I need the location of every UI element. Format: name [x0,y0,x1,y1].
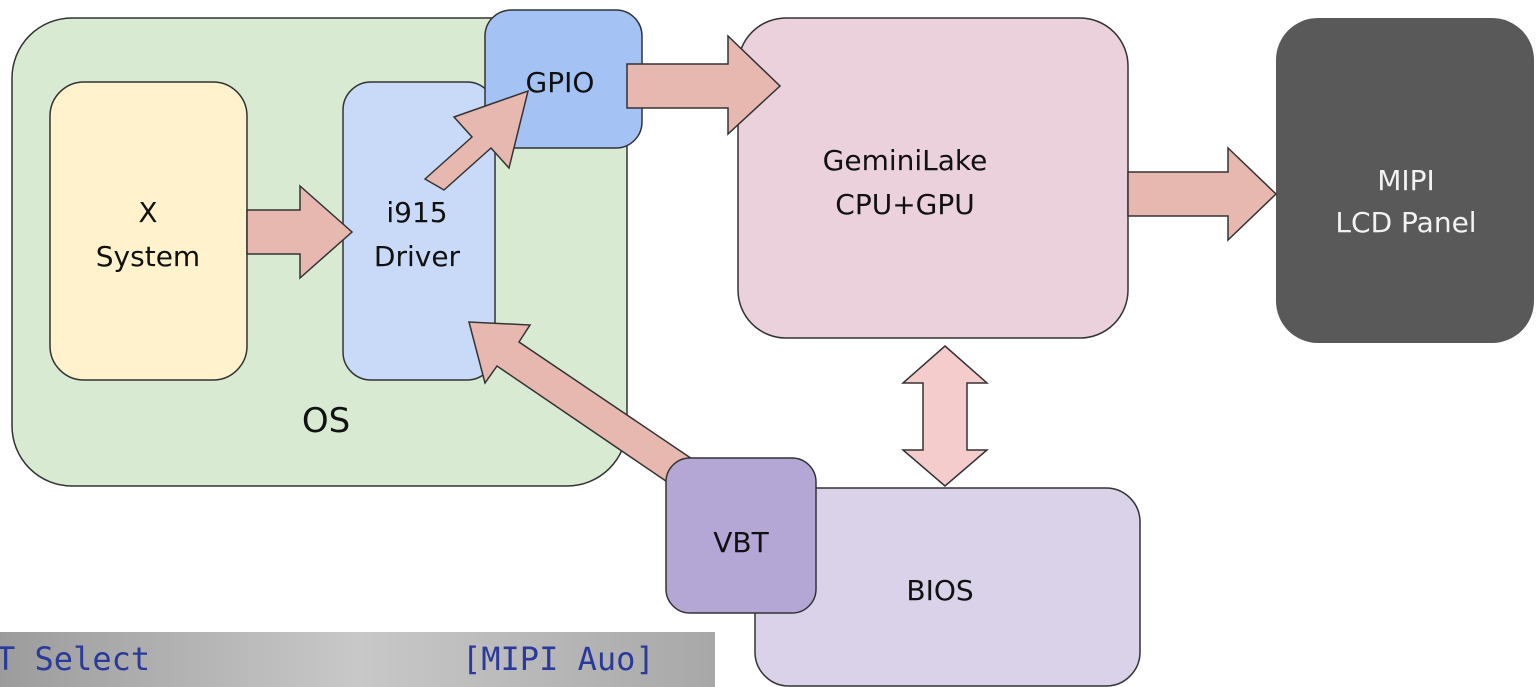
vbt-box [665,457,817,614]
arrow-i915-to-gpio [423,89,530,191]
x-system-label-line2: System [96,240,200,273]
mipi-panel-label-line1: MIPI [1377,164,1435,197]
x-system-label-line1: X [138,196,157,229]
bios-setting-value: [MIPI Auo] [462,640,655,678]
geminilake-label-line2: CPU+GPU [835,188,974,221]
bios-setting-background [0,632,715,687]
gpio-label: GPIO [526,66,595,99]
i915-driver-label-line1: i915 [386,196,447,229]
arrow-xsystem-to-i915 [246,184,354,280]
bios-setting-name: T Select [0,640,150,678]
os-label: OS [302,401,350,441]
arrow-vbt-to-i915 [468,321,706,493]
x-system-box [49,81,248,381]
bios-setting-screenshot: T Select [MIPI Auo] [0,632,715,687]
geminilake-label-line1: GeminiLake [823,144,988,177]
bios-label: BIOS [906,574,973,607]
arrow-geminilake-bios-bidirectional [900,345,990,487]
geminilake-box [737,17,1129,339]
i915-driver-label-line2: Driver [374,240,461,273]
arrow-gpio-to-geminilake [626,34,782,136]
mipi-panel-label-line2: LCD Panel [1335,206,1476,239]
arrow-geminilake-to-mipi [1127,146,1278,242]
mipi-panel-box [1276,18,1534,343]
vbt-label: VBT [713,526,769,559]
